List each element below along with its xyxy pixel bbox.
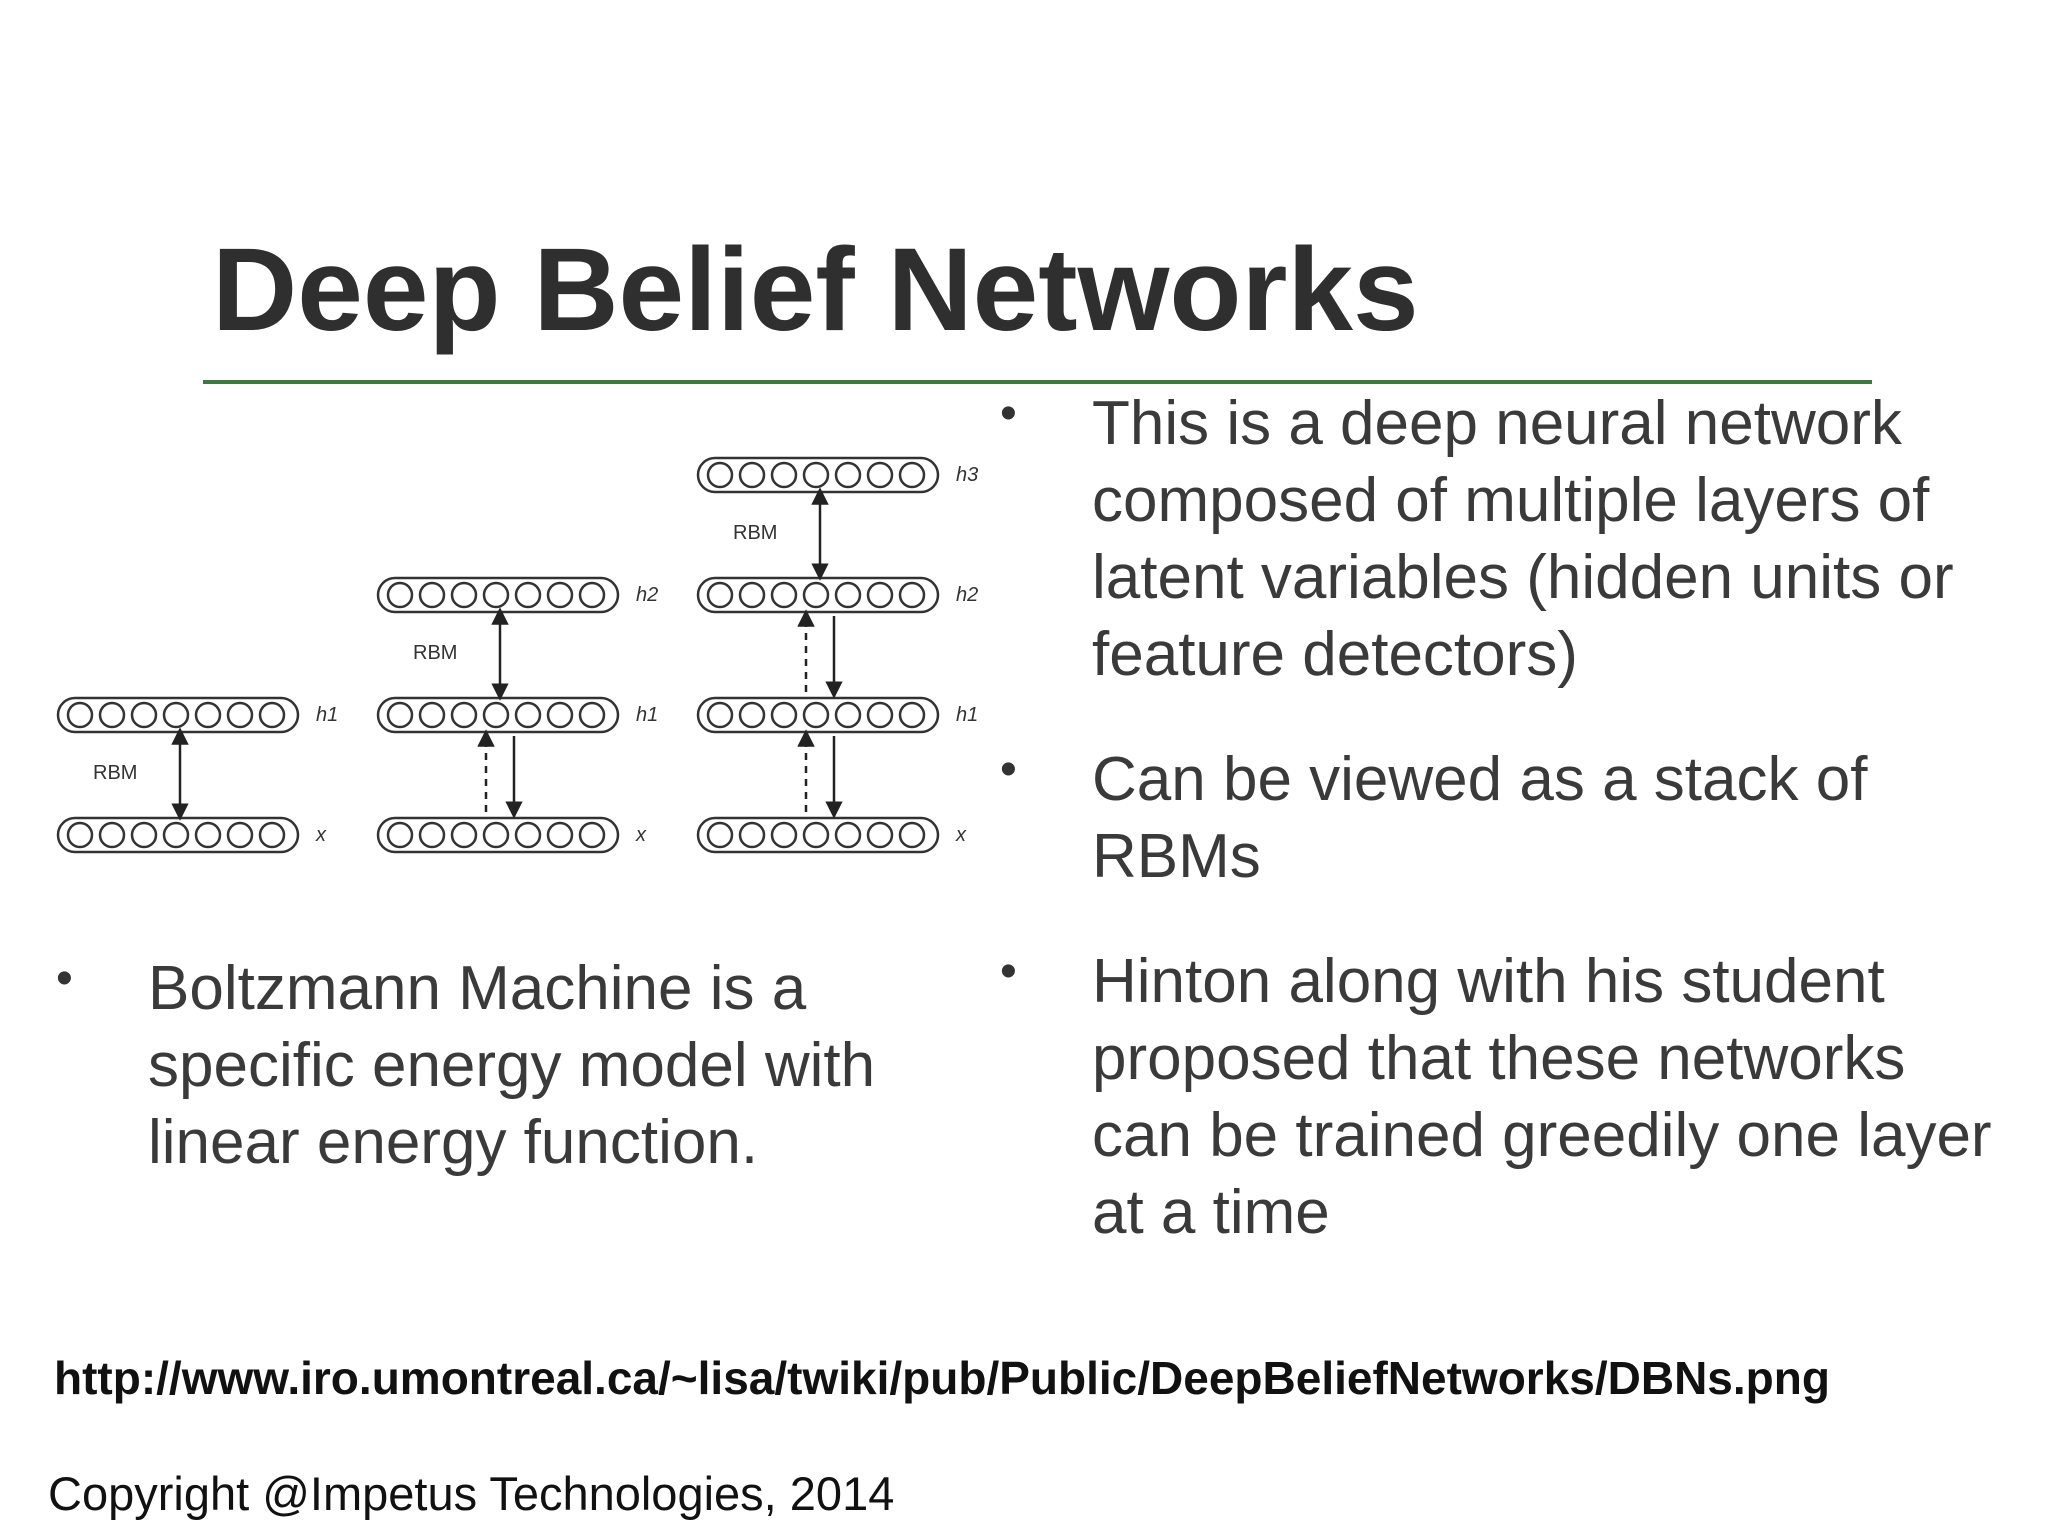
rbm-label-col1: RBM <box>93 762 137 784</box>
right-bullet-1: • This is a deep neural network composed… <box>1000 385 2010 693</box>
layer-h2-col3 <box>696 576 940 614</box>
bullet-dot-icon: • <box>1000 743 1017 796</box>
source-url: http://www.iro.umontreal.ca/~lisa/twiki/… <box>54 1352 1830 1404</box>
right-bullet-3: • Hinton along with his student proposed… <box>1000 943 2010 1251</box>
right-bullet-3-text: Hinton along with his student proposed t… <box>1092 947 1992 1247</box>
label-h1-col1: h1 <box>316 704 338 726</box>
label-x-col3: x <box>955 824 967 846</box>
right-bullet-2: • Can be viewed as a stack of RBMs <box>1000 741 2010 895</box>
label-h2-col3: h2 <box>956 584 978 606</box>
copyright-footer: Copyright @Impetus Technologies, 2014 <box>48 1467 895 1520</box>
layer-x-col1 <box>56 816 300 854</box>
slide-title: Deep Belief Networks <box>212 224 1419 356</box>
right-bullet-2-text: Can be viewed as a stack of RBMs <box>1092 745 1868 891</box>
left-bullet-1-text: Boltzmann Machine is a specific energy m… <box>148 954 876 1177</box>
layer-h3-col3 <box>696 456 940 494</box>
right-bullet-list: • This is a deep neural network composed… <box>1000 385 2010 1299</box>
right-bullet-1-text: This is a deep neural network composed o… <box>1092 389 1954 689</box>
rbm-label-col2: RBM <box>413 642 457 664</box>
label-x-col2: x <box>635 824 647 846</box>
title-divider <box>203 380 1872 384</box>
layer-h2-col2 <box>376 576 620 614</box>
dbn-diagram: h1 x RBM h2 h1 x RBM h3 h2 h1 x RBM <box>56 456 978 854</box>
layer-x-col2 <box>376 816 620 854</box>
layer-h1-col2 <box>376 696 620 734</box>
layer-h1-col1 <box>56 696 300 734</box>
layer-h1-col3 <box>696 696 940 734</box>
bullet-dot-icon: • <box>1000 945 1017 998</box>
label-h1-col2: h1 <box>636 704 658 726</box>
label-h1-col3: h1 <box>956 704 978 726</box>
label-h3-col3: h3 <box>956 464 978 486</box>
bullet-dot-icon: • <box>1000 387 1017 440</box>
label-x-col1: x <box>315 824 327 846</box>
left-bullet-list: • Boltzmann Machine is a specific energy… <box>56 950 956 1181</box>
rbm-label-col3: RBM <box>733 522 777 544</box>
left-bullet-1: • Boltzmann Machine is a specific energy… <box>56 950 956 1181</box>
layer-x-col3 <box>696 816 940 854</box>
bullet-dot-icon: • <box>56 952 73 1005</box>
label-h2-col2: h2 <box>636 584 658 606</box>
